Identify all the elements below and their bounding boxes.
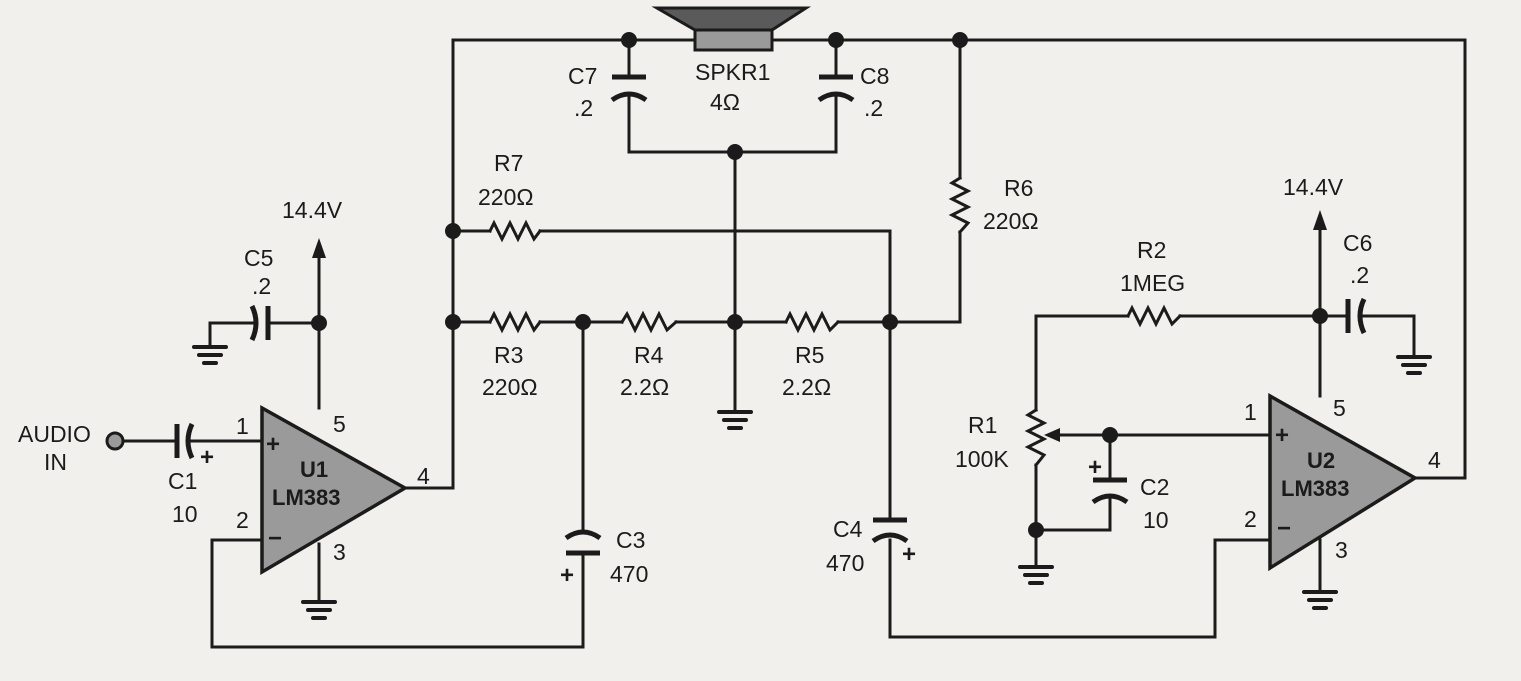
junction-dots — [311, 32, 1328, 538]
ground-speaker — [717, 410, 753, 430]
c3-polarity: + — [560, 562, 574, 589]
opamp-u1: + − U1 LM383 1 2 3 4 5 — [236, 405, 430, 576]
c7-ref: C7 — [568, 63, 597, 89]
supply-u2-arrow — [1313, 210, 1327, 230]
u1-minus: − — [268, 525, 282, 552]
u2-pin-3: 3 — [1335, 537, 1348, 563]
c3-value: 470 — [610, 561, 648, 587]
r6-value: 220Ω — [983, 208, 1039, 234]
r1-wiper-arrow — [1044, 428, 1060, 442]
capacitor-c3: + C3 470 — [560, 527, 648, 589]
r4-value: 2.2Ω — [620, 374, 669, 400]
c8-value: .2 — [864, 95, 883, 121]
u1-plus: + — [266, 431, 280, 458]
supply-u2: 14.4V — [1283, 174, 1344, 230]
u1-ref: U1 — [300, 457, 328, 482]
r3-ref: R3 — [494, 342, 523, 368]
supply-u2-label: 14.4V — [1283, 174, 1344, 200]
spkr-ref: SPKR1 — [695, 59, 770, 85]
u1-part: LM383 — [272, 485, 340, 510]
capacitor-c4: + C4 470 — [826, 516, 916, 576]
c1-polarity: + — [200, 444, 214, 471]
c5-ref: C5 — [244, 245, 273, 271]
capacitor-c1: + C1 10 — [168, 422, 214, 527]
speaker-magnet — [693, 28, 774, 52]
c1-value: 10 — [172, 501, 198, 527]
u2-pin-5: 5 — [1333, 395, 1346, 421]
capacitor-c7: C7 .2 — [568, 63, 648, 121]
r6-ref: R6 — [1004, 175, 1033, 201]
resistor-r7: R7 220Ω — [478, 150, 543, 243]
c5-value: .2 — [252, 273, 271, 299]
u2-ref: U2 — [1307, 448, 1335, 473]
resistor-r3: R3 220Ω — [482, 310, 543, 400]
c7-value: .2 — [574, 95, 593, 121]
u1-pin-2: 2 — [236, 507, 249, 533]
capacitor-c5: C5 .2 — [244, 245, 273, 342]
u2-pin-2: 2 — [1244, 506, 1257, 532]
r4-ref: R4 — [634, 342, 664, 368]
r5-value: 2.2Ω — [782, 374, 831, 400]
audio-input-label: AUDIO — [18, 421, 91, 447]
r7-value: 220Ω — [478, 184, 534, 210]
u2-pin-4: 4 — [1428, 447, 1441, 473]
c4-polarity: + — [902, 541, 916, 568]
c2-polarity: + — [1088, 454, 1102, 481]
audio-input: AUDIO IN — [18, 421, 125, 475]
c1-ref: C1 — [168, 468, 197, 494]
ground-c5 — [192, 345, 228, 365]
ground-c6 — [1396, 355, 1432, 375]
r1-value: 100K — [955, 446, 1009, 472]
supply-u1-label: 14.4V — [282, 197, 343, 223]
r5-ref: R5 — [795, 342, 824, 368]
u1-pin-5: 5 — [333, 411, 346, 437]
r2-value: 1MEG — [1120, 270, 1185, 296]
c6-ref: C6 — [1343, 230, 1372, 256]
u1-pin-3: 3 — [333, 539, 346, 565]
speaker-spkr1: SPKR1 4Ω — [651, 6, 812, 115]
c2-ref: C2 — [1140, 474, 1169, 500]
u2-pin-1: 1 — [1244, 399, 1257, 425]
r2-ref: R2 — [1137, 237, 1166, 263]
resistor-r5: R5 2.2Ω — [782, 310, 841, 400]
u2-minus: − — [1277, 515, 1291, 542]
u1-pin-4: 4 — [417, 463, 430, 489]
r3-value: 220Ω — [482, 374, 538, 400]
opamp-u2: + − U2 LM383 1 2 3 4 5 — [1244, 392, 1441, 572]
c3-ref: C3 — [616, 527, 645, 553]
capacitor-c8: C8 .2 — [817, 63, 889, 121]
ground-u1 — [301, 600, 337, 620]
ground-u2 — [1302, 590, 1338, 610]
potentiometer-r1: R1 100K — [955, 407, 1060, 472]
c4-value: 470 — [826, 550, 864, 576]
c8-ref: C8 — [860, 63, 889, 89]
ground-r1 — [1018, 565, 1054, 585]
supply-u1: 14.4V — [282, 197, 343, 258]
in-label: IN — [44, 449, 67, 475]
u2-part: LM383 — [1281, 476, 1349, 501]
resistor-r6: R6 220Ω — [948, 175, 1039, 235]
u2-plus: + — [1275, 422, 1289, 449]
speaker-cone — [651, 6, 812, 32]
supply-u1-arrow — [312, 238, 326, 258]
u1-pin-1: 1 — [236, 413, 249, 439]
capacitor-c6: C6 .2 — [1343, 230, 1372, 335]
input-terminal — [105, 431, 125, 451]
spkr-value: 4Ω — [710, 89, 740, 115]
r7-ref: R7 — [494, 150, 523, 176]
c2-value: 10 — [1143, 507, 1169, 533]
resistor-r2: R2 1MEG — [1120, 237, 1185, 328]
c6-value: .2 — [1350, 262, 1369, 288]
r1-ref: R1 — [968, 412, 997, 438]
c4-ref: C4 — [833, 516, 863, 542]
resistor-r4: R4 2.2Ω — [619, 310, 679, 400]
capacitor-c2: + C2 10 — [1088, 454, 1169, 533]
wires — [120, 38, 1467, 649]
